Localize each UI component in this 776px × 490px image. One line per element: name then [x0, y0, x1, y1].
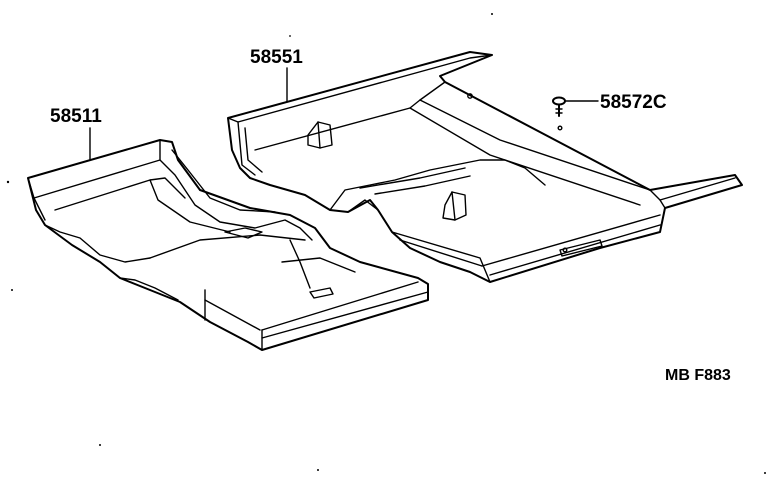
rear-floor-carpet — [227, 51, 743, 283]
front-floor-carpet — [27, 139, 429, 351]
label-rear-carpet: 58551 — [250, 47, 303, 68]
figure-reference: MB F883 — [665, 367, 731, 384]
clip-part — [552, 96, 566, 117]
leader-lines — [89, 67, 599, 161]
label-clip: 58572C — [600, 92, 667, 113]
scan-specks — [6, 13, 766, 474]
label-front-carpet: 58511 — [50, 106, 102, 127]
